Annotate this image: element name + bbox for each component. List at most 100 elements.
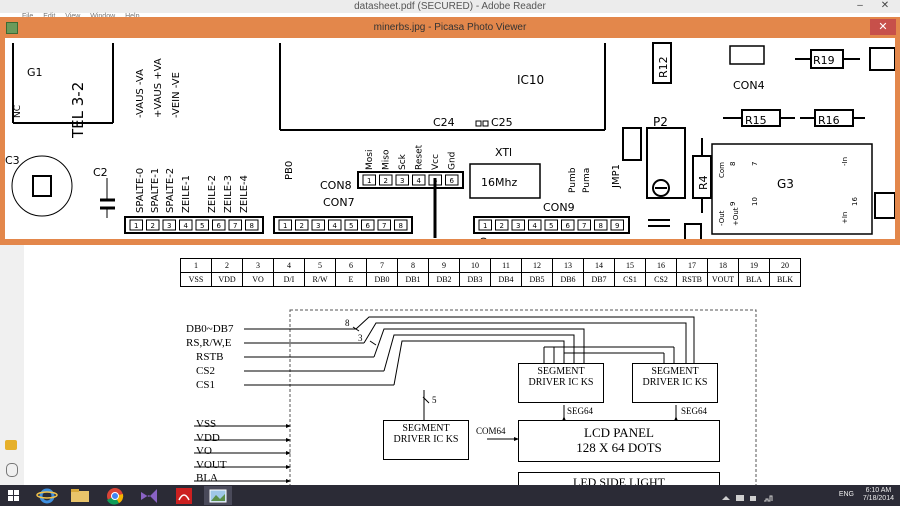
connector-pin xyxy=(528,219,542,231)
label-zeile-3: ZEILE-3 xyxy=(223,175,234,213)
pin-number: 2 xyxy=(300,222,304,230)
connector-pin xyxy=(311,219,325,231)
pin-number: 3 xyxy=(316,222,320,230)
tray-icons[interactable] xyxy=(720,490,780,502)
clock[interactable]: 6:10 AM 7/18/2014 xyxy=(863,487,894,503)
connector-pin xyxy=(361,219,375,231)
ie-icon[interactable] xyxy=(33,486,61,505)
pin-number: 4 xyxy=(184,222,189,230)
label-nc: NC xyxy=(13,105,23,118)
label-con8-pin: Reset xyxy=(415,144,425,170)
label-g3-in: -In xyxy=(841,157,849,166)
signal-rstb: RSTB xyxy=(196,351,224,363)
signal-vdd: VDD xyxy=(196,432,220,444)
connector-pin xyxy=(344,219,358,231)
label-tel: TEL 3-2 xyxy=(69,82,87,139)
label-c2: C2 xyxy=(93,166,108,179)
label-g3-out-pos: +Out xyxy=(732,207,740,226)
pin-number: 8 xyxy=(599,222,603,230)
pin-number: 6 xyxy=(217,222,222,230)
connector-pin xyxy=(245,219,259,231)
label-con8-pin: Sck xyxy=(398,153,408,170)
pin-name-cell: DB2 xyxy=(428,272,460,287)
clock-time: 6:10 AM xyxy=(865,487,892,494)
menu-file[interactable]: File xyxy=(22,13,33,20)
connector-pin xyxy=(594,219,608,231)
label-c24: C24 xyxy=(433,116,455,129)
connector-pin xyxy=(511,219,525,231)
signal-vout: VOUT xyxy=(196,459,227,471)
file-explorer-icon[interactable] xyxy=(66,486,94,505)
pin-name-cell: R/W xyxy=(304,272,336,287)
picasa-titlebar[interactable]: minerbs.jpg - Picasa Photo Viewer xyxy=(0,17,900,38)
pin-name-cell: DB4 xyxy=(490,272,522,287)
label-vaus-neg: -VAUS -VA xyxy=(135,69,146,118)
menu-window[interactable]: Window xyxy=(90,13,115,20)
label-con8-pin: Mosi xyxy=(365,150,375,170)
attachment-icon[interactable] xyxy=(6,463,18,477)
label-pb0: PB0 xyxy=(284,161,295,180)
reader-sidebar xyxy=(0,245,25,485)
signal-db0-db7: DB0~DB7 xyxy=(186,323,234,335)
label-crystal: 16Mhz xyxy=(481,176,517,189)
comment-icon[interactable] xyxy=(5,440,17,450)
label-con4: CON4 xyxy=(733,79,765,92)
label-r4: R4 xyxy=(697,175,710,190)
chrome-icon[interactable] xyxy=(101,486,129,505)
menu-help[interactable]: Help xyxy=(125,13,139,20)
pin-number: 5 xyxy=(349,222,353,230)
label-r15: R15 xyxy=(745,114,767,127)
pin-number-cell: 6 xyxy=(335,258,367,273)
language-indicator[interactable]: ENG xyxy=(838,491,854,498)
connector-pin xyxy=(162,219,176,231)
start-button[interactable] xyxy=(4,486,32,505)
label-c6: C6 xyxy=(701,238,716,239)
connector-pin xyxy=(228,219,242,231)
pin-number: 1 xyxy=(134,222,138,230)
connector-pin xyxy=(412,174,426,186)
pin-name-cell: DB3 xyxy=(459,272,491,287)
label-vein: -VEIN -VE xyxy=(171,72,182,118)
pin-number: 1 xyxy=(283,222,287,230)
visual-studio-icon[interactable] xyxy=(135,486,163,505)
pin-number-cell: 15 xyxy=(614,258,646,273)
label-g3-pin: 7 xyxy=(751,162,759,166)
segment-driver-1: SEGMENT DRIVER IC KS xyxy=(518,363,604,403)
pin-number-cell: 12 xyxy=(521,258,553,273)
connector-pin xyxy=(428,174,442,186)
signal-cs1: CS1 xyxy=(196,379,215,391)
reader-titlebar: datasheet.pdf (SECURED) - Adobe Reader –… xyxy=(0,0,900,13)
picasa-taskbar-icon[interactable] xyxy=(204,486,232,505)
lcd-panel-dots: 128 X 64 DOTS xyxy=(576,440,662,455)
pin-name-cell: BLK xyxy=(769,272,801,287)
label-con9: CON9 xyxy=(543,201,575,214)
reader-minimize-button[interactable]: – xyxy=(857,0,863,11)
label-g3: G3 xyxy=(777,177,794,191)
connector-pin xyxy=(394,219,408,231)
pin-number: 1 xyxy=(367,177,371,185)
pin-name-cell: RSTB xyxy=(676,272,708,287)
label-spalte-2: SPALTE-2 xyxy=(165,168,176,213)
menu-view[interactable]: View xyxy=(65,13,80,20)
pin-number-cell: 14 xyxy=(583,258,615,273)
label-g3-pin: 9 xyxy=(729,202,737,206)
adobe-reader-icon[interactable] xyxy=(170,486,198,505)
pin-number: 6 xyxy=(366,222,371,230)
pin-number-cell: 9 xyxy=(428,258,460,273)
pin-number: 3 xyxy=(516,222,520,230)
pin-number: 2 xyxy=(500,222,504,230)
reader-close-button[interactable]: ✕ xyxy=(880,0,890,11)
label-con9-signal: GND xyxy=(479,237,490,239)
pin-number: 8 xyxy=(250,222,254,230)
menu-edit[interactable]: Edit xyxy=(43,13,55,20)
pin-number: 4 xyxy=(533,222,538,230)
picasa-close-button[interactable]: ✕ xyxy=(870,19,896,35)
label-r19: R19 xyxy=(813,54,835,67)
pin-number: 4 xyxy=(333,222,338,230)
pin-number-cell: 8 xyxy=(397,258,429,273)
